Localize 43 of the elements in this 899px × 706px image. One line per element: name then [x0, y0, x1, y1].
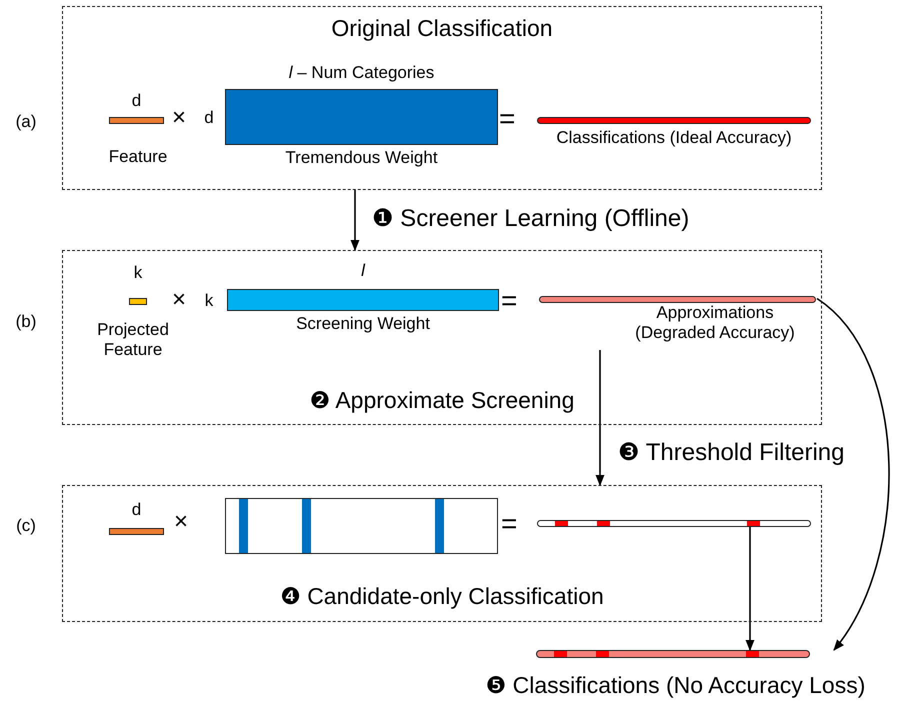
caption-text: d [130, 91, 142, 112]
dashed-panel [62, 485, 822, 622]
caption-text: (c) [15, 516, 37, 536]
operator-sign: × [174, 508, 188, 537]
weight-matrix [225, 89, 498, 145]
caption-text: Projected Feature [96, 320, 170, 361]
arrow [746, 526, 754, 652]
caption-text: (b) [14, 312, 38, 332]
weight-matrix [225, 498, 498, 554]
vector-bar [539, 296, 816, 303]
caption-text: k [204, 291, 214, 312]
operator-sign: = [499, 102, 516, 136]
caption-text: Screening Weight [295, 314, 431, 334]
vector-bar [109, 528, 164, 535]
arrow [350, 190, 360, 252]
caption-text: d [203, 108, 215, 128]
vector-bar [536, 650, 810, 658]
vector-bar [129, 298, 147, 305]
caption-text: Feature [108, 147, 168, 168]
caption-text: Classifications (Ideal Accuracy) [555, 128, 793, 148]
arrow [596, 350, 604, 486]
caption-text: l [360, 261, 366, 282]
panel-title: ❹ Candidate-only Classification [279, 583, 605, 610]
operator-sign: × [172, 286, 186, 315]
dashed-panel [62, 6, 822, 190]
caption-text: (a) [14, 112, 38, 132]
caption-text: Approximations (Degraded Accuracy) [634, 303, 796, 344]
caption-text: l – Num Categories [288, 63, 436, 84]
caption-text: k [132, 263, 144, 284]
caption-text: ❺ Classifications (No Accuracy Loss) [484, 672, 866, 700]
panel-title: Original Classification [330, 15, 554, 42]
dashed-panel [62, 250, 822, 425]
operator-sign: = [501, 507, 518, 541]
vector-bar [537, 520, 811, 527]
curved-arrow [816, 298, 890, 651]
panel-title: ❷ Approximate Screening [308, 387, 576, 414]
operator-sign: = [501, 284, 518, 318]
vector-bar [537, 117, 811, 124]
operator-sign: × [172, 104, 186, 133]
caption-text: d [130, 500, 142, 520]
weight-matrix [227, 289, 499, 311]
vector-bar [109, 117, 164, 124]
caption-text: Tremendous Weight [284, 148, 439, 168]
